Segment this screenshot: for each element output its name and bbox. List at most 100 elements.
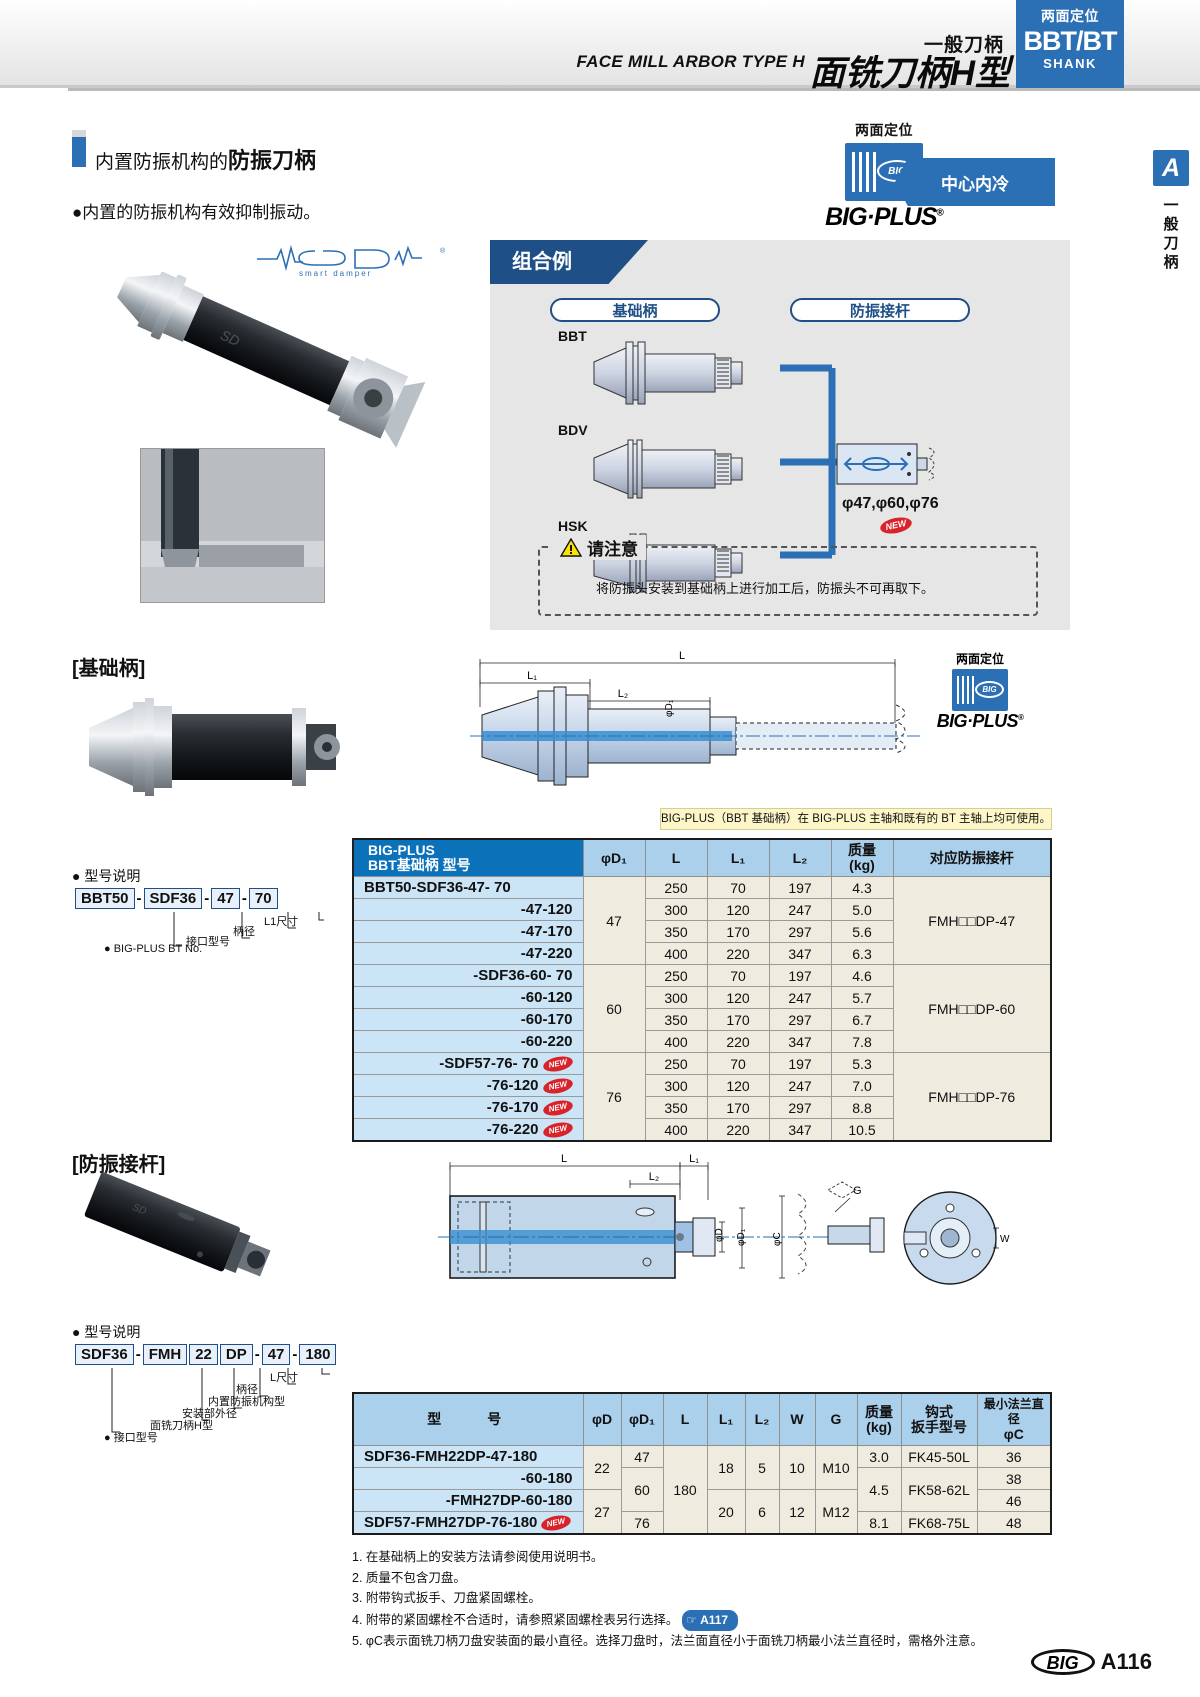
table2-cell-flange: 46 [976,1489,1052,1512]
section-bullet-text: ●内置的防振机构有效抑制振动。 [72,203,321,222]
table1-col-model: BIG-PLUS BBT基础柄 型号 [352,838,584,877]
table1-cell-mass: 6.7 [830,1008,894,1031]
section-marker-bar [72,130,86,167]
table1-cell-L: 250 [644,964,708,987]
damper-code-leader-lines [111,1368,330,1433]
damper-model-code-title: ● 型号说明 [72,1324,141,1340]
svg-text:SD: SD [131,1202,148,1217]
table2-cell-wrench: FK45-50L [900,1445,978,1468]
table1-cell-damper: FMH□□DP-76 [892,1052,1052,1142]
table1-col-phiD1: φD₁ [582,838,646,877]
big-oval-small: BIG [975,681,1004,698]
damper-code-part-5: 47 [261,1344,291,1365]
damper-legend-3: 内置防振机构型 [208,1396,285,1408]
base-code-part-4: 70 [248,888,278,909]
table1-col-L2: L₂ [768,838,832,877]
side-tab-label: 一般刀柄 [1163,197,1179,271]
page-header [0,0,1200,88]
table1-cell-mass: 7.8 [830,1030,894,1053]
table1-cell-L1: 120 [706,898,770,921]
base-holder-technical-drawing: L L₁ L₂ φD₁ [470,650,920,786]
damper-dim-W: W [1000,1234,1010,1245]
table1-cell-L: 350 [644,1008,708,1031]
table2-cell-L1: 20 [706,1489,746,1535]
table2-cell-phiD1: 76 [620,1511,664,1535]
big-logo: BIG [1030,1649,1095,1675]
footnotes: 1. 在基础柄上的安装方法请参阅使用说明书。 2. 质量不包含刀盘。 3. 附带… [352,1548,1112,1653]
table2-cell-phiD1: 60 [620,1467,664,1512]
base-legend-2: 柄径 [233,926,255,938]
table2-cell-wrench: FK68-75L [900,1511,978,1535]
table1-cell-model: -60-220 [352,1030,584,1053]
new-badge: NEW [541,1076,574,1096]
footnote-1: 1. 在基础柄上的安装方法请参阅使用说明书。 [352,1550,604,1564]
shank-badge-line2: BBT/BT [1023,26,1118,56]
damper-legend-5: 面铣刀柄H型 [150,1420,213,1432]
table1-cell-model: -SDF36-60- 70 [352,964,584,987]
table1-cell-L2: 247 [768,1074,832,1097]
table1-cell-L1: 170 [706,920,770,943]
damper-code-part-3: 22 [189,1344,218,1365]
table2-col-L2: L₂ [744,1392,780,1446]
table2-col-wrench: 钩式 扳手型号 [900,1392,978,1446]
heading-base-holder: [基础柄] [72,658,146,680]
base-legend-4: ● BIG-PLUS BT No. [104,943,203,955]
damper-code-part-6: 180 [299,1344,337,1365]
table2-cell-W: 10 [778,1445,816,1490]
table2-col-phiD: φD [582,1392,622,1446]
center-coolant-badge: 中心内冷 [895,158,1055,206]
damper-code-part-2: FMH [142,1344,188,1365]
table1-cell-model: -60-170 [352,1008,584,1031]
table1-cell-L: 300 [644,986,708,1009]
bigplus-wordmark-text: BIG·PLUS [825,203,937,231]
table1-cell-mass: 7.0 [830,1074,894,1097]
pill-base-holder: 基础柄 [550,298,720,322]
table1-cell-mass: 5.0 [830,898,894,921]
table1-cell-model: -47-220 [352,942,584,965]
table1-cell-mass: 5.7 [830,986,894,1009]
table2-cell-phiD: 27 [582,1489,622,1535]
page-reference-link[interactable]: ☞ A117 [682,1609,739,1631]
footnote-4: 4. 附带的紧固螺栓不合适时，请参照紧固螺栓表另行选择。☞ A117 [352,1609,1112,1631]
section-title: 内置防振机构的防振刀柄 [95,143,316,175]
page-footer: BIG A116 [1030,1649,1152,1675]
table1-cell-L2: 297 [768,1096,832,1119]
table2-header-row: 型 号 φD φD₁ L L₁ L₂ W G 质量 (kg) 钩式 扳手型号 最… [352,1392,1052,1446]
caution-heading: 请注意 [552,535,646,560]
page-title: 面铣刀柄H型 [809,54,1010,93]
base-model-code-title: ● 型号说明 [72,868,141,884]
new-badge: NEW [541,1054,574,1074]
table1-col-damper: 对应防振接杆 [892,838,1052,877]
caution-text: 将防振头安装到基础柄上进行加工后，防振头不可再取下。 [596,581,935,596]
table2-cell-mass: 3.0 [856,1445,902,1468]
header-english-title: FACE MILL ARBOR TYPE H [576,52,805,71]
shank-badge: 两面定位 BBT/BT SHANK [1016,0,1124,88]
table1-cell-L2: 197 [768,1052,832,1075]
svg-text:smart damper: smart damper [299,269,372,278]
shank-badge-line1: 两面定位 [1041,8,1099,24]
side-index-tab[interactable]: A 一般刀柄 [1150,150,1192,272]
product-photo-damper-arbor: SD [84,1172,271,1277]
table1-cell-L1: 220 [706,1118,770,1142]
base-code-leader-lines [173,912,324,947]
footnote-3: 3. 附带钩式扳手、刀盘紧固螺栓。 [352,1591,541,1605]
damper-dim-phiD: φD [714,1228,725,1242]
damper-legend-4: 安装部外径 [182,1408,237,1420]
base-code-part-3: 47 [211,888,240,909]
table1-cell-L1: 220 [706,1030,770,1053]
table1-cell-L1: 120 [706,1074,770,1097]
svg-text:®: ® [440,247,446,255]
heading-damper-arbor: [防振接杆] [72,1154,166,1176]
table2-col-W: W [778,1392,816,1446]
new-badge: NEW [541,1098,574,1118]
